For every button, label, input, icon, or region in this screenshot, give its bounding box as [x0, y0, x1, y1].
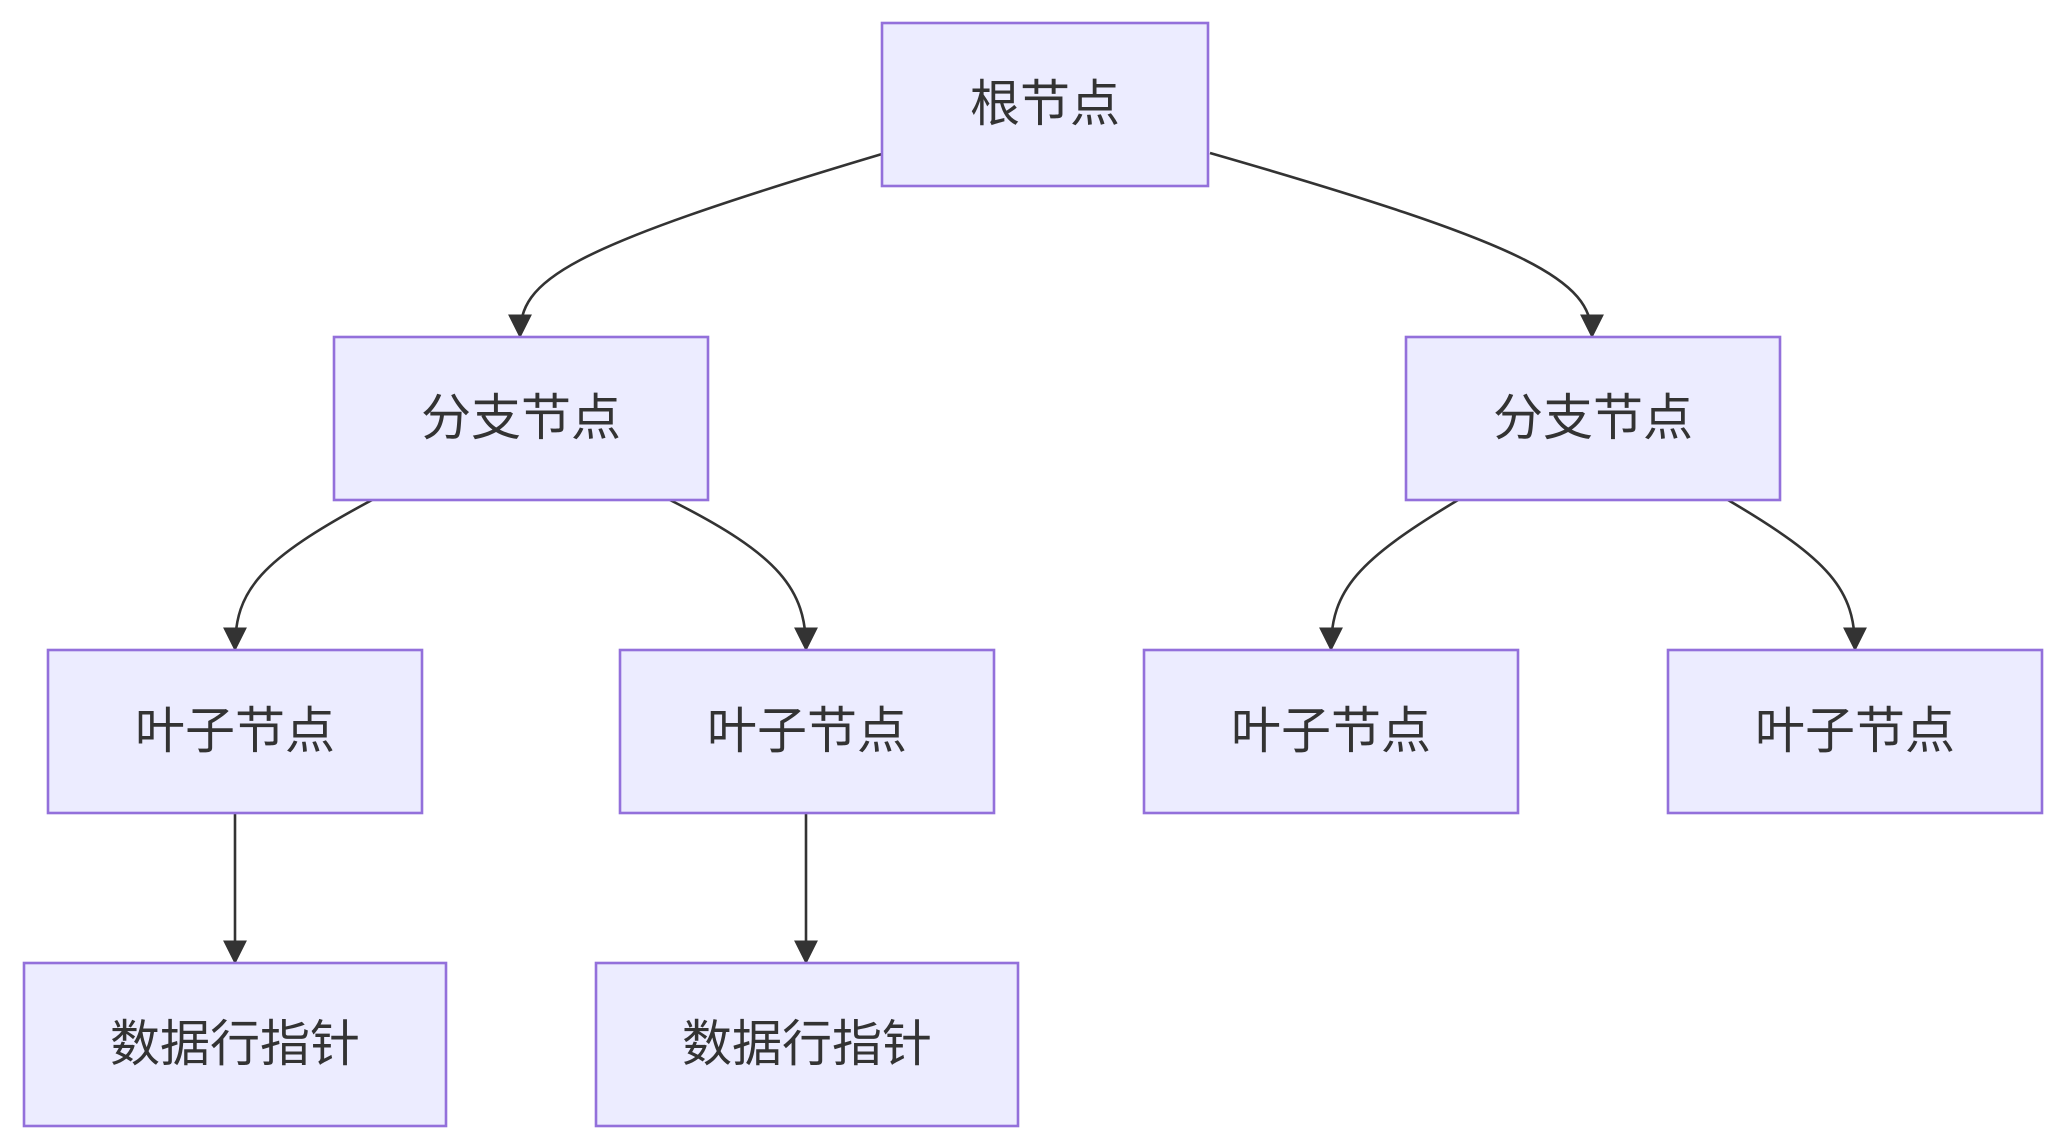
node-branch-right: 分支节点: [1404, 335, 1782, 502]
node-branch-left-label: 分支节点: [421, 389, 621, 447]
node-root-box: [880, 21, 1210, 188]
node-leaf-1-label: 叶子节点: [135, 702, 335, 760]
node-branch-left: 分支节点: [332, 335, 710, 502]
edges: [223, 151, 1867, 965]
node-leaf-1: 叶子节点: [46, 648, 424, 815]
edge-root-to-branch-right: [1209, 151, 1604, 339]
node-data-1: 数据行指针: [22, 961, 448, 1128]
node-leaf-3: 叶子节点: [1142, 648, 1520, 815]
node-root-label: 根节点: [970, 75, 1120, 133]
node-data-2: 数据行指针: [594, 961, 1020, 1128]
edge-root-to-branch-left: [508, 152, 883, 339]
node-data-2-label: 数据行指针: [682, 1015, 932, 1073]
edge-branch-left-to-leaf-1: [223, 498, 373, 652]
node-leaf-1-box: [46, 648, 424, 815]
node-leaf-3-box: [1142, 648, 1520, 815]
node-leaf-2-label: 叶子节点: [707, 702, 907, 760]
node-leaf-2-box: [618, 648, 996, 815]
edge-branch-right-to-leaf-4: [1727, 498, 1867, 652]
edge-branch-left-to-leaf-2: [669, 498, 818, 652]
node-branch-left-box: [332, 335, 710, 502]
node-leaf-4-box: [1666, 648, 2044, 815]
node-leaf-4-label: 叶子节点: [1755, 702, 1955, 760]
node-leaf-3-label: 叶子节点: [1231, 702, 1431, 760]
nodes: 根节点 分支节点 分支节点 叶子节点 叶子节点 叶子节点 叶子节点: [22, 21, 2044, 1128]
edge-branch-right-to-leaf-3: [1319, 498, 1459, 652]
node-branch-right-box: [1404, 335, 1782, 502]
node-data-2-box: [594, 961, 1020, 1128]
node-data-1-label: 数据行指针: [110, 1015, 360, 1073]
node-leaf-4: 叶子节点: [1666, 648, 2044, 815]
node-branch-right-label: 分支节点: [1493, 389, 1693, 447]
node-data-1-box: [22, 961, 448, 1128]
node-leaf-2: 叶子节点: [618, 648, 996, 815]
node-root: 根节点: [880, 21, 1210, 188]
